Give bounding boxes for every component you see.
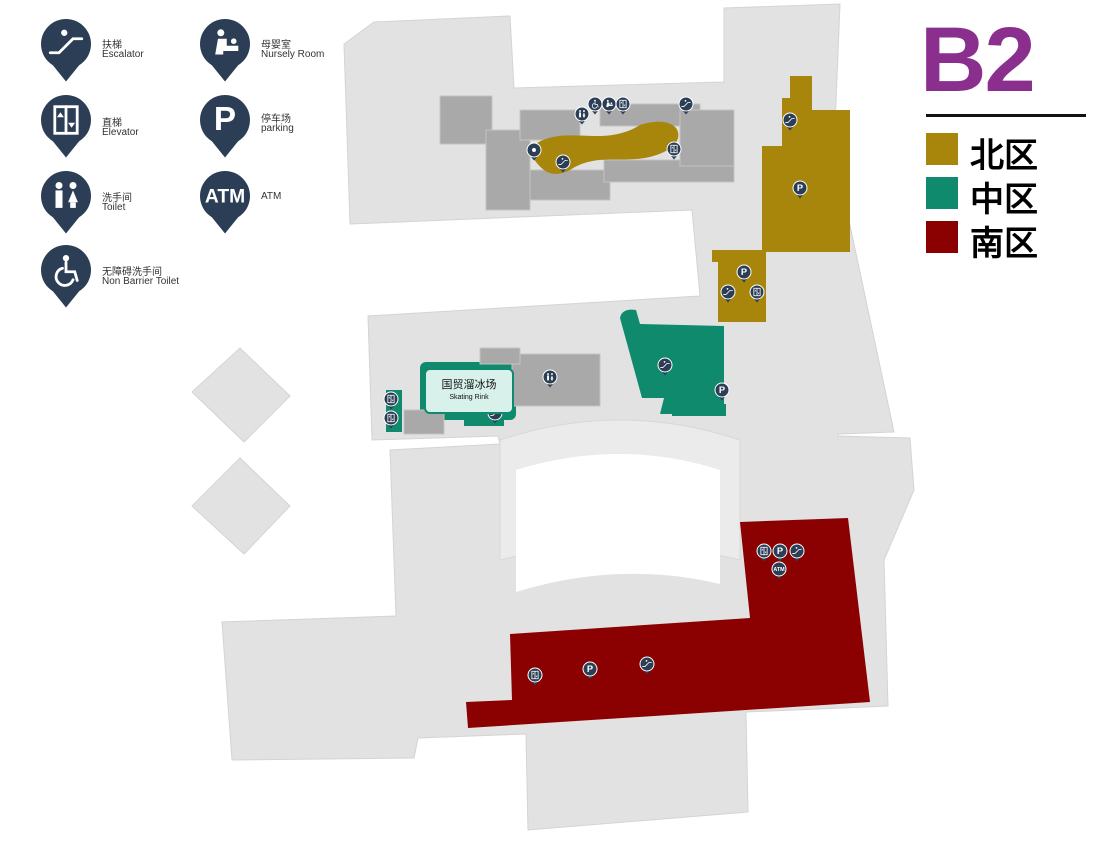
skating-rink[interactable]: 国贸溜冰场 Skating Rink xyxy=(424,368,514,414)
map-marker-parking[interactable]: P xyxy=(714,382,730,401)
legend-escalator-en: Escalator xyxy=(102,49,144,60)
map-marker-escalator[interactable] xyxy=(555,154,571,173)
escalator-icon xyxy=(642,659,652,667)
map-marker-elevator[interactable] xyxy=(383,391,399,410)
legend-accessible-cn: 无障碍洗手间 xyxy=(102,267,162,278)
legend-toilet-pin[interactable] xyxy=(41,171,91,234)
toilet-icon xyxy=(579,110,586,118)
map-marker-elevator[interactable] xyxy=(615,96,631,115)
map-marker-escalator[interactable] xyxy=(720,284,736,303)
elevator-icon xyxy=(387,394,395,404)
map-marker-elevator[interactable] xyxy=(383,410,399,429)
atm-icon: ATM xyxy=(205,186,245,207)
svg-text:P: P xyxy=(797,183,803,193)
legend-escalator-cn: 扶梯 xyxy=(102,40,122,51)
escalator-icon xyxy=(558,157,568,165)
svg-text:ATM: ATM xyxy=(773,567,785,573)
floor-divider xyxy=(926,114,1086,117)
legend-nursery-cn: 母婴室 xyxy=(261,40,291,51)
parking-icon: P xyxy=(587,664,593,674)
map-markers: P P P P ATM P xyxy=(383,96,808,686)
accessible-toilet-icon xyxy=(54,254,79,287)
nursery-room-icon xyxy=(606,99,613,107)
legend-elevator-pin[interactable] xyxy=(41,95,91,158)
legend-icons: P ATM xyxy=(41,19,250,308)
map-marker-escalator[interactable] xyxy=(782,112,798,131)
map-marker-atm[interactable]: ATM xyxy=(771,561,787,580)
elevator-icon xyxy=(53,105,79,135)
legend-parking-cn: 停车场 xyxy=(261,114,291,125)
legend-accessible-toilet-pin[interactable] xyxy=(41,245,91,308)
svg-text:P: P xyxy=(587,664,593,674)
map-marker-escalator[interactable] xyxy=(789,543,805,562)
legend-nursery-room-pin[interactable] xyxy=(200,19,250,82)
elevator-icon xyxy=(619,99,627,109)
map-marker-parking[interactable]: P xyxy=(772,543,788,562)
parking-icon: P xyxy=(741,267,747,277)
parking-icon: P xyxy=(797,183,803,193)
legend-toilet-cn: 洗手间 xyxy=(102,193,132,204)
map-marker-atm[interactable] xyxy=(526,142,542,161)
toilet-icon xyxy=(547,373,554,381)
legend-parking-en: parking xyxy=(261,123,294,134)
parking-icon: P xyxy=(777,546,783,556)
svg-text:P: P xyxy=(741,267,747,277)
accessible-toilet-icon xyxy=(591,99,599,109)
escalator-icon xyxy=(48,29,84,55)
map-marker-elevator[interactable] xyxy=(666,141,682,160)
svg-text:P: P xyxy=(777,546,783,556)
map-marker-escalator[interactable] xyxy=(678,96,694,115)
escalator-icon xyxy=(785,115,795,123)
toilet-icon xyxy=(55,182,78,208)
skating-rink-en: Skating Rink xyxy=(449,394,489,401)
svg-text:P: P xyxy=(719,385,725,395)
elevator-icon xyxy=(753,287,761,297)
map-marker-elevator[interactable] xyxy=(749,284,765,303)
svg-text:P: P xyxy=(214,101,236,138)
elevator-icon xyxy=(760,546,768,556)
legend-parking-pin[interactable]: P xyxy=(200,95,250,158)
legend-toilet-en: Toilet xyxy=(102,202,126,213)
escalator-icon xyxy=(681,99,691,107)
nursery-room-icon xyxy=(215,29,239,55)
legend-elevator-en: Elevator xyxy=(102,127,139,138)
map-marker-parking[interactable]: P xyxy=(792,180,808,199)
atm-icon: ATM xyxy=(773,567,785,573)
legend-atm-pin[interactable]: ATM xyxy=(200,171,250,234)
map-marker-toilet[interactable] xyxy=(574,106,590,125)
floor-label: B2 xyxy=(920,9,1036,111)
legend-elevator-cn: 直梯 xyxy=(102,118,122,129)
elevator-icon xyxy=(387,413,395,423)
elevator-icon xyxy=(670,144,678,154)
parking-icon: P xyxy=(214,101,236,138)
escalator-icon xyxy=(723,287,733,295)
skating-rink-cn: 国贸溜冰场 xyxy=(441,378,497,391)
legend-accessible-en: Non Barrier Toilet xyxy=(102,276,180,287)
zone-north-swatch xyxy=(926,133,958,165)
zone-south-swatch xyxy=(926,221,958,253)
zone-middle-swatch xyxy=(926,177,958,209)
map-marker-escalator[interactable] xyxy=(657,357,673,376)
map-marker-parking[interactable]: P xyxy=(736,264,752,283)
zone-south-area xyxy=(466,518,870,728)
escalator-icon xyxy=(660,360,670,368)
zone-north-label: 北区 xyxy=(970,136,1038,176)
legend-escalator-pin[interactable] xyxy=(41,19,91,82)
parking-icon: P xyxy=(719,385,725,395)
svg-text:ATM: ATM xyxy=(205,186,245,207)
escalator-icon xyxy=(792,546,802,554)
map-marker-elevator[interactable] xyxy=(756,543,772,562)
atm-icon xyxy=(532,148,536,152)
map-marker-toilet[interactable] xyxy=(542,369,558,388)
elevator-icon xyxy=(531,670,539,680)
map-marker-parking[interactable]: P xyxy=(582,661,598,680)
zone-middle-label: 中区 xyxy=(970,180,1038,220)
map-marker-elevator[interactable] xyxy=(527,667,543,686)
map-marker-escalator[interactable] xyxy=(639,656,655,675)
legend-atm-en: ATM xyxy=(261,191,282,202)
map-marker-accessible-toilet[interactable] xyxy=(587,96,603,115)
zone-south-label: 南区 xyxy=(970,224,1038,264)
legend-nursery-en: Nursely Room xyxy=(261,49,325,60)
